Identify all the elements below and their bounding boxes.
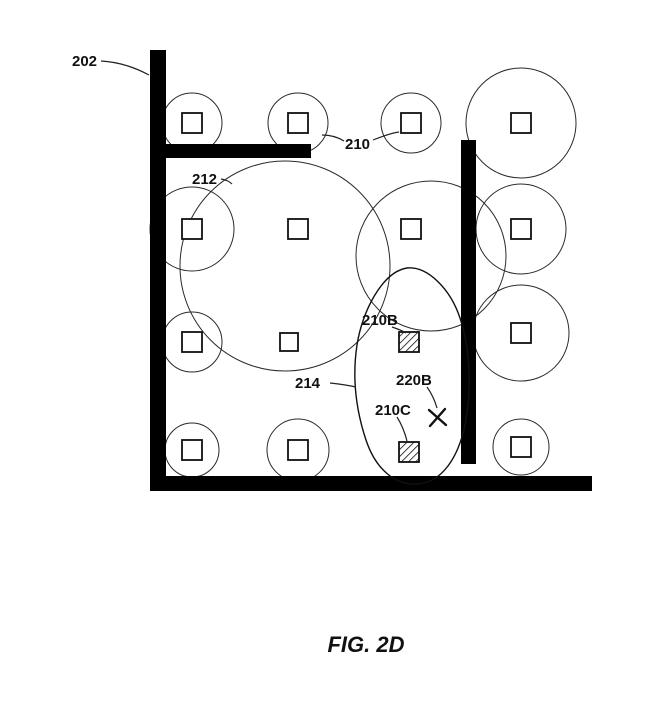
- wall-bottom: [150, 476, 592, 491]
- label-212: 212: [192, 171, 217, 188]
- coverage-circle-large: [355, 180, 507, 332]
- leader-214: [329, 382, 357, 388]
- hatched-device-210b: [398, 331, 420, 353]
- device-square: [287, 218, 309, 240]
- label-214: 214: [295, 375, 321, 392]
- leader-210-right: [372, 131, 400, 141]
- coverage-circle-large-212: [179, 160, 391, 372]
- device-square: [181, 331, 203, 353]
- device-square: [400, 112, 422, 134]
- leader-220b: [426, 386, 438, 409]
- zone-blob-214: [354, 267, 470, 485]
- label-210b: 210B: [362, 312, 398, 329]
- device-squares: [181, 112, 532, 461]
- device-square: [400, 218, 422, 240]
- coverage-circle: [492, 418, 550, 476]
- device-square: [287, 112, 309, 134]
- coverage-circle: [380, 92, 442, 154]
- device-square: [181, 439, 203, 461]
- leader-202: [100, 60, 150, 76]
- figure-caption: FIG. 2D: [327, 632, 404, 657]
- wall-left: [150, 50, 166, 491]
- wall-top-partial: [166, 144, 311, 158]
- device-square: [181, 112, 203, 134]
- label-210c: 210C: [375, 402, 411, 419]
- reference-numerals: 202 210 212 214 210B 220B 210C: [72, 53, 432, 419]
- walls: [150, 50, 592, 491]
- device-square: [510, 436, 532, 458]
- wall-right-partial: [461, 140, 476, 464]
- leader-210c: [396, 416, 408, 442]
- device-square: [279, 332, 299, 352]
- leader-210-left: [321, 134, 345, 142]
- device-square: [510, 112, 532, 134]
- leader-210b: [391, 326, 407, 334]
- hatched-device-210c: [398, 441, 420, 463]
- device-square: [181, 218, 203, 240]
- device-square: [287, 439, 309, 461]
- leader-lines: [100, 60, 438, 442]
- coverage-circle: [465, 67, 577, 179]
- device-square: [510, 322, 532, 344]
- label-210: 210: [345, 136, 370, 153]
- label-202: 202: [72, 53, 97, 70]
- label-220b: 220B: [396, 372, 432, 389]
- leader-212: [220, 178, 233, 185]
- x-marker-220b: [427, 407, 448, 428]
- device-square: [510, 218, 532, 240]
